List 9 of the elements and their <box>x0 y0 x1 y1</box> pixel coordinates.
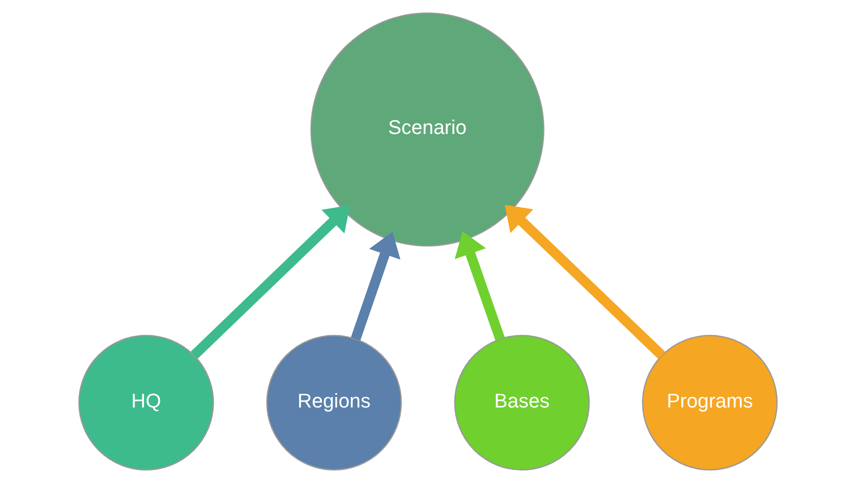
node-circle: Scenario <box>310 12 544 246</box>
arrow <box>350 232 400 341</box>
node-circle: HQ <box>78 334 214 470</box>
arrow <box>504 204 666 360</box>
node-circle: Programs <box>642 334 778 470</box>
arrow <box>190 205 350 359</box>
arrow <box>454 231 505 341</box>
node-circle: Regions <box>266 334 402 470</box>
node-circle: Bases <box>454 334 590 470</box>
